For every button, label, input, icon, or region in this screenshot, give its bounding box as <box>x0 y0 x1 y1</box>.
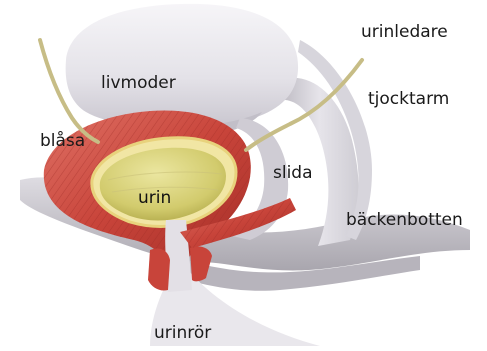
label-slida: slida <box>273 165 313 182</box>
label-backenbotten: bäckenbotten <box>346 212 463 229</box>
label-tjocktarm: tjocktarm <box>368 91 449 108</box>
uterus-shape <box>66 4 298 128</box>
urethra-sphincter <box>148 248 170 290</box>
label-livmoder: livmoder <box>101 75 176 92</box>
label-blasa: blåsa <box>40 133 85 150</box>
label-urin: urin <box>138 190 171 207</box>
label-urinledare: urinledare <box>361 24 448 41</box>
label-urinror: urinrör <box>154 325 211 342</box>
